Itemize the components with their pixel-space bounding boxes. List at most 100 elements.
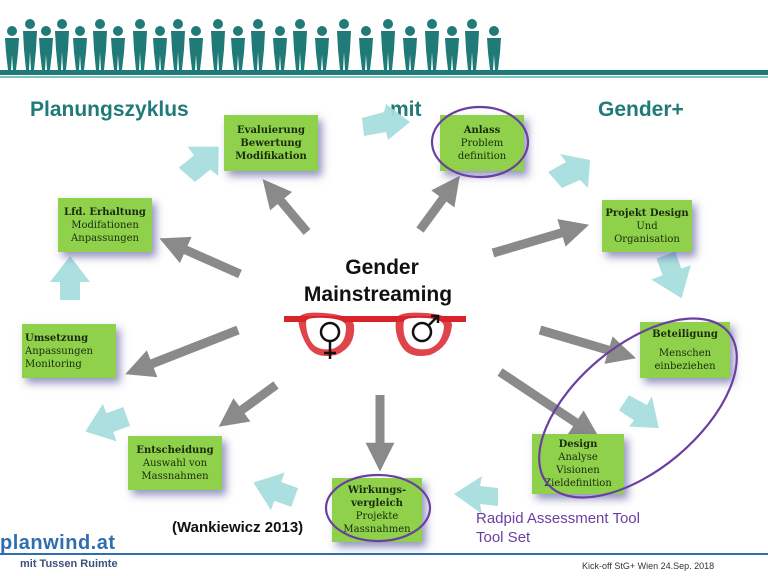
box-erhaltung-line-1: Modifationen — [71, 219, 139, 231]
box-umsetzung-line-1: Anpassungen — [25, 345, 93, 357]
box-evaluierung: Evaluierung Bewertung Modifikation — [224, 115, 318, 171]
cycle-arrow-7 — [85, 403, 131, 442]
silhouette-body — [23, 31, 37, 70]
box-anlass: Anlass Problem definition — [440, 115, 524, 171]
center-title-gender: Gender — [345, 256, 419, 279]
silhouette-head — [233, 26, 243, 36]
silhouette-body — [251, 31, 265, 70]
silhouette-body — [337, 31, 351, 70]
box-beteiligung-line-2: einbeziehen — [654, 360, 716, 372]
cycle-arrow-1 — [362, 104, 410, 140]
silhouette-head — [427, 19, 437, 29]
box-projekt-design-line-1: Und — [636, 220, 658, 232]
box-evaluierung-line-2: Bewertung — [240, 137, 302, 149]
heading-planungszyklus: Planungszyklus — [30, 98, 189, 121]
silhouette-head — [173, 19, 183, 29]
silhouette-body — [111, 38, 125, 70]
silhouette-head — [191, 26, 201, 36]
silhouette-body — [403, 38, 417, 70]
box-wirkungsvergleich-title-2: vergleich — [351, 498, 403, 509]
box-wirkungsvergleich-line-1: Projekte — [355, 511, 399, 522]
box-wirkungsvergleich-title-1: Wirkungs- — [347, 485, 407, 496]
silhouette-body — [487, 38, 501, 70]
silhouette-head — [253, 19, 263, 29]
silhouette-body — [359, 38, 373, 70]
spoke-arrow-evaluierung — [262, 179, 311, 235]
silhouette-body — [133, 31, 147, 70]
box-beteiligung-title: Beteiligung — [652, 328, 718, 340]
box-entscheidung-line-2: Massnahmen — [141, 470, 209, 482]
spoke-arrow-erhaltung — [159, 236, 242, 279]
spoke-arrow-beteiligung — [538, 325, 637, 364]
box-anlass-line-1: Problem — [460, 137, 504, 149]
silhouette-body — [93, 31, 107, 70]
silhouette-body — [189, 38, 203, 70]
silhouette-head — [361, 26, 371, 36]
spoke-arrow-umsetzung — [125, 325, 240, 378]
box-evaluierung-line-3: Modifikation — [235, 150, 307, 162]
silhouette-body — [425, 31, 439, 70]
silhouette-body — [273, 38, 287, 70]
box-projekt-design: Projekt Design Und Organisation — [602, 200, 692, 252]
box-wirkungsvergleich: Wirkungs- vergleich Projekte Massnahmen — [332, 478, 422, 542]
box-projekt-design-line-2: Organisation — [614, 233, 680, 245]
box-erhaltung: Lfd. Erhaltung Modifationen Anpassungen — [58, 198, 152, 252]
silhouette-head — [489, 26, 499, 36]
header-people-silhouettes — [0, 19, 768, 78]
spoke-arrow-design — [497, 368, 600, 439]
box-umsetzung-title: Umsetzung — [25, 332, 89, 344]
cycle-arrow-9 — [178, 146, 219, 182]
cycle-arrow-6 — [253, 472, 299, 511]
silhouette-head — [95, 19, 105, 29]
tool-note: Radpid Assessment Tool Tool Set — [476, 509, 640, 547]
heading-gender-plus: Gender+ — [598, 98, 684, 121]
source-citation: (Wankiewicz 2013) — [172, 519, 304, 536]
planwind-logo: planwind.at — [0, 532, 116, 554]
cycle-arrow-8 — [50, 256, 90, 300]
box-beteiligung-line-1: Menschen — [658, 347, 712, 359]
cycle-arrow-2 — [548, 154, 590, 188]
box-design-line-1: Analyse — [558, 452, 598, 463]
footer-divider — [0, 553, 768, 555]
silhouette-head — [447, 26, 457, 36]
box-entscheidung: Entscheidung Auswahl von Massnahmen — [128, 436, 222, 490]
silhouette-head — [25, 19, 35, 29]
silhouette-head — [295, 19, 305, 29]
box-anlass-title: Anlass — [463, 124, 501, 136]
silhouette-head — [339, 19, 349, 29]
box-erhaltung-title: Lfd. Erhaltung — [64, 206, 146, 218]
box-design-line-3: Zieldefinition — [544, 478, 612, 489]
silhouette-body — [465, 31, 479, 70]
silhouette-head — [7, 26, 17, 36]
silhouette-head — [75, 26, 85, 36]
silhouette-head — [317, 26, 327, 36]
spoke-arrow-entscheidung — [218, 381, 279, 427]
box-design-line-2: Visionen — [556, 465, 600, 476]
silhouette-body — [445, 38, 459, 70]
box-wirkungsvergleich-line-2: Massnahmen — [343, 524, 411, 535]
silhouette-body — [315, 38, 329, 70]
silhouette-body — [231, 38, 245, 70]
silhouette-head — [467, 19, 477, 29]
silhouette-body — [153, 38, 167, 70]
silhouette-body — [55, 31, 69, 70]
tool-note-line-1: Radpid Assessment Tool — [476, 510, 640, 527]
cycle-arrow-5 — [454, 476, 498, 514]
box-erhaltung-line-2: Anpassungen — [71, 232, 139, 244]
box-umsetzung-line-2: Monitoring — [25, 358, 82, 370]
box-projekt-design-title: Projekt Design — [605, 207, 689, 219]
silhouette-head — [383, 19, 393, 29]
silhouette-body — [381, 31, 395, 70]
silhouette-body — [5, 38, 19, 70]
spoke-arrow-projekt-design — [491, 219, 590, 258]
box-umsetzung: Umsetzung Anpassungen Monitoring — [22, 324, 116, 378]
silhouette-head — [113, 26, 123, 36]
gender-glasses-icon — [284, 312, 466, 359]
silhouette-body — [39, 38, 53, 70]
tool-note-line-2: Tool Set — [476, 529, 531, 546]
box-anlass-line-2: definition — [457, 150, 507, 162]
box-design: Design Analyse Visionen Zieldefinition — [532, 434, 624, 494]
silhouette-body — [73, 38, 87, 70]
footer-event: Kick-off StG+ Wien 24.Sep. 2018 — [582, 561, 715, 571]
silhouette-body — [293, 31, 307, 70]
